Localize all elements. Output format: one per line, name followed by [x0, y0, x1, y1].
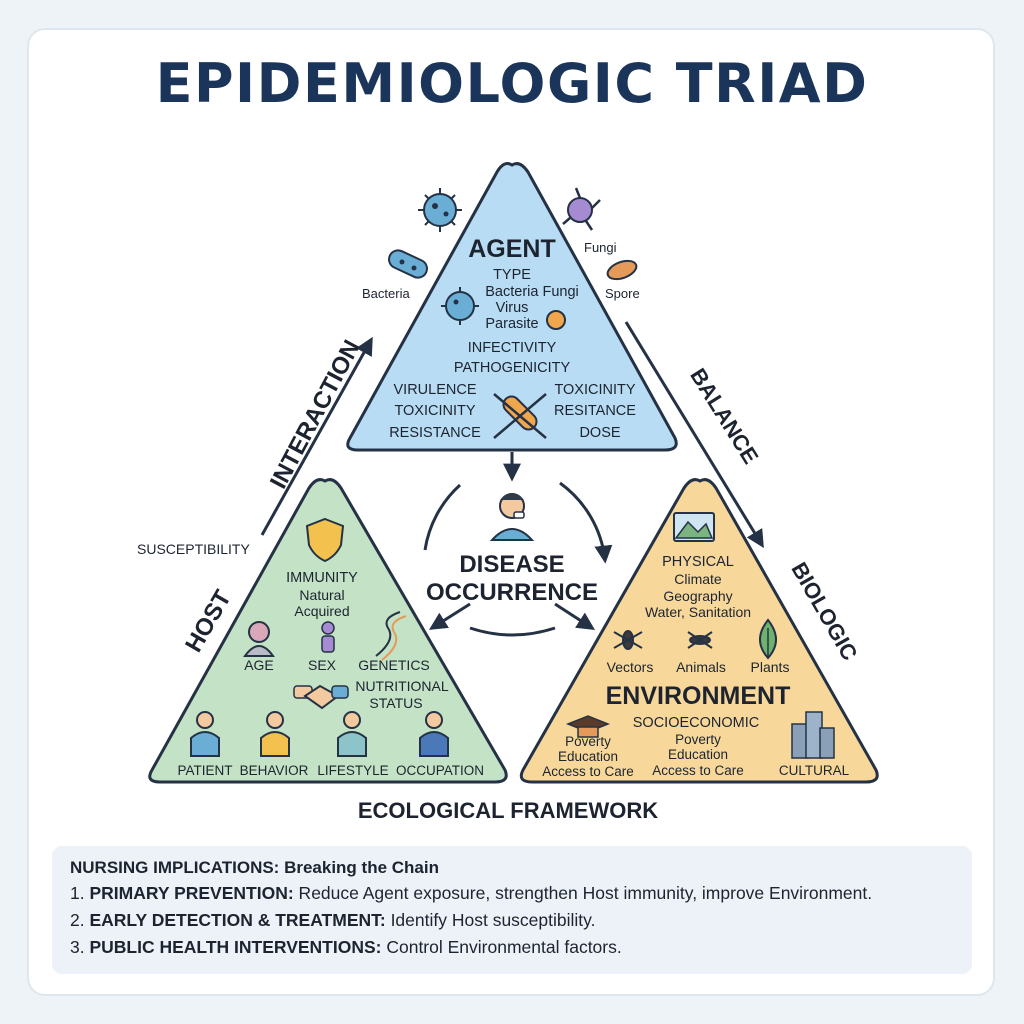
agent-heading: AGENT — [468, 235, 556, 263]
patient-icon — [190, 711, 220, 757]
agent-type-line2: Virus — [496, 300, 529, 316]
env-right-1: Poverty — [675, 732, 721, 747]
notes-item-title: PUBLIC HEALTH INTERVENTIONS: — [89, 937, 382, 957]
behavior-icon — [260, 711, 290, 757]
nursing-implications-panel: NURSING IMPLICATIONS: Breaking the Chain… — [52, 846, 972, 974]
agent-type-line1: Bacteria Fungi — [485, 284, 579, 300]
agent-right-2: RESITANCE — [554, 403, 636, 419]
notes-heading: NURSING IMPLICATIONS: Breaking the Chain — [70, 858, 439, 877]
framework-label: ECOLOGICAL FRAMEWORK — [358, 798, 658, 823]
balance-label: BALANCE — [685, 364, 763, 468]
age-icon — [243, 621, 275, 657]
env-cultural: CULTURAL — [779, 763, 850, 778]
agent-left-2: TOXICINITY — [394, 403, 475, 419]
env-physical: PHYSICAL — [662, 554, 734, 570]
env-vectors: Vectors — [607, 659, 654, 675]
host-lifestyle: LIFESTYLE — [317, 763, 388, 778]
agent-triangle — [346, 162, 678, 452]
host-sex: SEX — [308, 657, 337, 673]
agent-infectivity: INFECTIVITY — [468, 340, 557, 356]
shield-icon — [305, 517, 345, 563]
virus-icon — [418, 188, 462, 232]
agent-type-label: TYPE — [493, 267, 531, 283]
graduation-cap-icon — [565, 715, 611, 738]
landscape-icon — [673, 512, 715, 542]
host-immunity: IMMUNITY — [286, 570, 358, 586]
disease-line1: DISEASE — [459, 551, 564, 578]
notes-item-number: 3. — [70, 937, 85, 957]
occupation-icon — [419, 711, 449, 757]
notes-item-number: 2. — [70, 910, 85, 930]
interaction-arrow — [260, 336, 373, 536]
virus-icon — [441, 287, 479, 325]
notes-item-number: 1. — [70, 883, 85, 903]
agent-left-1: VIRULENCE — [394, 382, 477, 398]
cycle-arrows — [423, 452, 613, 637]
dna-icon — [375, 611, 407, 661]
host-genetics: GENETICS — [358, 657, 430, 673]
agent-right-1: TOXICINITY — [554, 382, 635, 398]
agent-left-3: RESISTANCE — [389, 425, 481, 441]
notes-item-title: PRIMARY PREVENTION: — [89, 883, 294, 903]
env-water: Water, Sanitation — [645, 604, 751, 620]
fungi-icon — [562, 187, 601, 231]
notes-item-text: Identify Host susceptibility. — [385, 910, 596, 930]
host-nutritional-1: NUTRITIONAL — [355, 678, 449, 694]
env-left-3: Access to Care — [542, 764, 634, 779]
sick-person-icon — [489, 493, 535, 541]
host-acquired: Acquired — [294, 603, 349, 619]
notes-item-1: 1. PRIMARY PREVENTION: Reduce Agent expo… — [70, 883, 954, 904]
env-heading: ENVIRONMENT — [606, 682, 791, 710]
bacteria-icon — [388, 249, 428, 279]
notes-item-text: Control Environmental factors. — [381, 937, 622, 957]
env-right-3: Access to Care — [652, 763, 744, 778]
host-occupation: OCCUPATION — [396, 763, 484, 778]
notes-item-2: 2. EARLY DETECTION & TREATMENT: Identify… — [70, 910, 954, 931]
page-title: EPIDEMIOLOGIC TRIAD — [155, 52, 869, 115]
disease-line2: OCCURRENCE — [426, 579, 598, 606]
host-natural: Natural — [299, 587, 344, 603]
env-plants: Plants — [751, 659, 790, 675]
handshake-icon — [293, 684, 349, 710]
vector-icon — [613, 630, 643, 650]
env-animals: Animals — [676, 659, 726, 675]
host-nutritional-2: STATUS — [369, 695, 422, 711]
notes-item-title: EARLY DETECTION & TREATMENT: — [89, 910, 386, 930]
plant-icon — [759, 618, 777, 660]
buildings-icon — [791, 711, 835, 759]
host-age: AGE — [244, 657, 274, 673]
sex-icon — [321, 621, 335, 653]
parasite-icon — [546, 310, 566, 330]
spore-label: Spore — [605, 286, 640, 301]
env-right-2: Education — [668, 747, 728, 762]
env-climate: Climate — [674, 571, 722, 587]
environment-triangle — [519, 478, 879, 784]
env-left-1: Poverty — [565, 734, 611, 749]
no-pill-icon — [493, 393, 547, 439]
agent-right-3: DOSE — [579, 425, 620, 441]
env-left-2: Education — [558, 749, 618, 764]
notes-item-3: 3. PUBLIC HEALTH INTERVENTIONS: Control … — [70, 937, 954, 958]
susceptibility-label: SUSCEPTIBILITY — [137, 541, 250, 557]
balance-arrow — [624, 321, 764, 549]
spore-icon — [606, 259, 638, 281]
agent-type-line3: Parasite — [485, 316, 538, 332]
env-geography: Geography — [663, 588, 732, 604]
fungi-label: Fungi — [584, 240, 617, 255]
lifestyle-icon — [337, 711, 367, 757]
env-socioeconomic: SOCIOECONOMIC — [633, 715, 759, 731]
bacteria-label: Bacteria — [362, 286, 410, 301]
host-patient: PATIENT — [177, 763, 232, 778]
mosquito-icon — [687, 631, 713, 649]
host-behavior: BEHAVIOR — [240, 763, 309, 778]
agent-pathogenicity: PATHOGENICITY — [454, 360, 571, 376]
interaction-label: INTERACTION — [265, 336, 366, 493]
notes-item-text: Reduce Agent exposure, strengthen Host i… — [293, 883, 873, 903]
